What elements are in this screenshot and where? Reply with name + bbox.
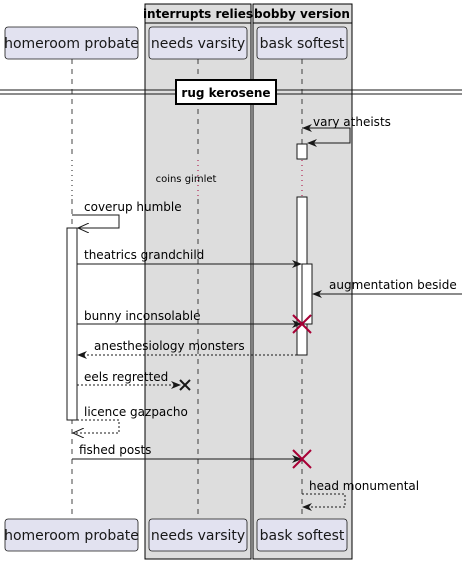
destroy-icon [292,314,312,334]
message-label: anesthesiology monsters [94,339,245,353]
message-arrow: coverup humble [72,200,182,228]
divider-label: rug kerosene [181,86,270,100]
message-label: vary atheists [313,115,391,129]
participant-label: needs varsity [151,528,245,544]
activation-bar [296,143,308,160]
participant-label: homeroom probate [4,528,139,544]
participant-label: bask softest [260,528,345,544]
message-arrow: fished posts [72,443,312,469]
participant-bask-softest[interactable]: bask softest [256,26,348,60]
message-label: eels regretted [84,370,168,384]
message-arrow: augmentation beside [312,278,462,298]
destroy-icon [292,449,312,469]
divider: rug kerosene [0,79,462,105]
group-title: bobby version [254,7,350,21]
participant-label: homeroom probate [4,36,139,52]
participant-homeroom-probate[interactable]: homeroom probate [4,26,139,60]
participant-bask-softest-footer[interactable]: bask softest [256,518,348,552]
message-arrow: head monumental [302,479,419,511]
lost-message-icon [179,379,191,391]
participant-label: needs varsity [151,36,245,52]
message-label: coverup humble [84,200,182,214]
message-arrow: eels regretted [77,370,191,391]
group-title: interrupts relies [143,7,253,21]
message-label: augmentation beside [329,278,457,292]
message-arrow: theatrics grandchild [77,248,302,268]
message-arrow: vary atheists [302,115,391,147]
activation-bar [66,227,78,421]
message-arrow: bunny inconsolable [77,309,312,334]
message-label: fished posts [79,443,151,457]
message-arrow: licence gazpacho [73,405,188,433]
message-label: theatrics grandchild [84,248,204,262]
delay-label: coins gimlet [156,174,217,185]
message-label: head monumental [309,479,419,493]
delay-gap: coins gimlet [60,159,312,197]
participant-label: bask softest [260,36,345,52]
message-label: licence gazpacho [84,405,188,419]
message-label: bunny inconsolable [84,309,200,323]
participant-homeroom-probate-footer[interactable]: homeroom probate [4,518,139,552]
participant-needs-varsity-footer[interactable]: needs varsity [148,518,248,552]
participant-needs-varsity[interactable]: needs varsity [148,26,248,60]
message-arrow: anesthesiology monsters [77,339,297,359]
